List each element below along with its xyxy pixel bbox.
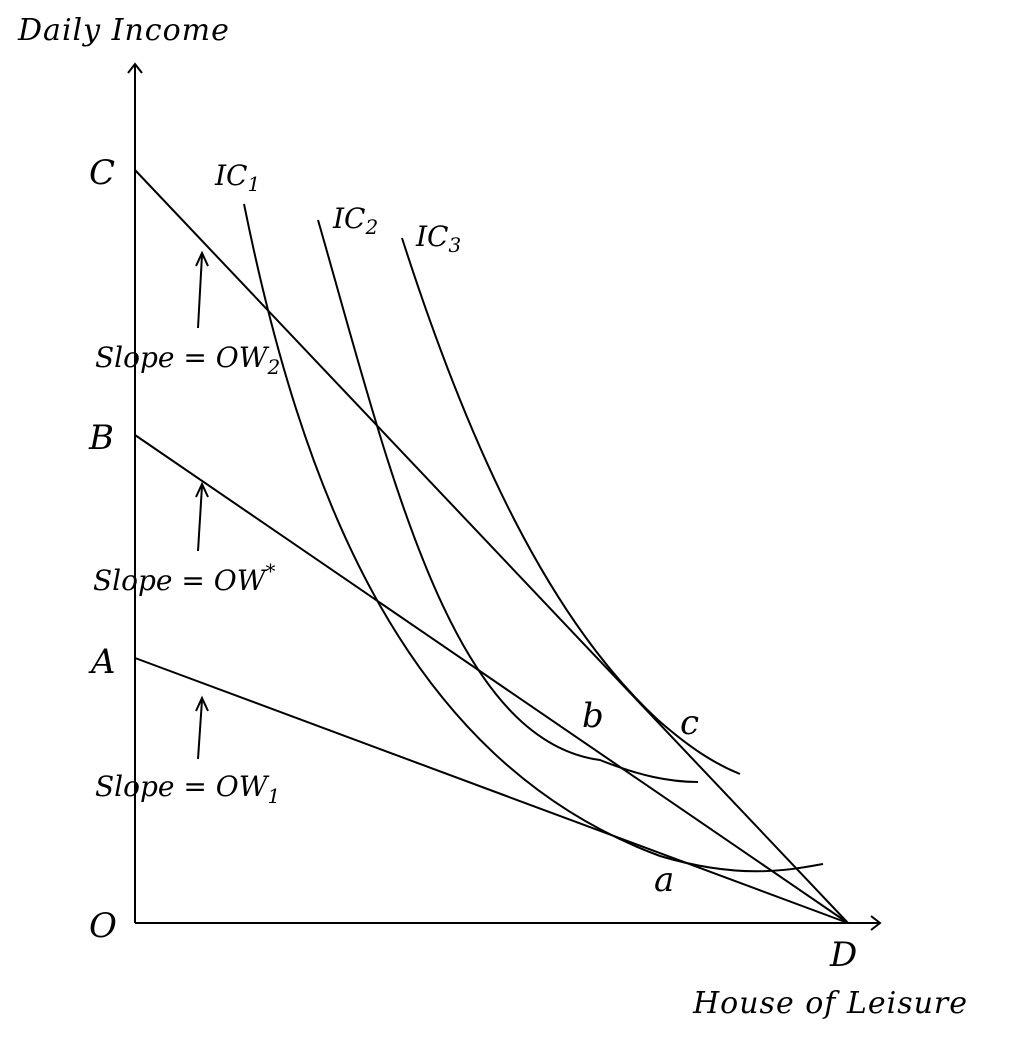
curve-label-IC3-name: IC: [415, 220, 448, 253]
slope-label-OW1: Slope = OW1: [95, 770, 280, 808]
slope-label-OW-star-text: Slope = OW: [93, 564, 268, 597]
curve-label-IC2-name: IC: [332, 202, 365, 235]
slope-label-OW2: Slope = OW2: [95, 341, 280, 379]
slope-arrowhead-OW2: [195, 250, 209, 267]
tangency-label-c: c: [680, 703, 699, 743]
slope-arrow-OW2: [197, 254, 203, 329]
indifference-curve-IC2: [317, 219, 699, 783]
indifference-curve-IC1: [243, 203, 824, 873]
origin-label: O: [89, 906, 117, 946]
curve-label-IC2: IC2: [332, 202, 378, 239]
slope-label-OW-star: Slope = OW*: [93, 559, 275, 597]
point-label-C: C: [89, 153, 115, 193]
slope-label-OW2-text: Slope = OW: [95, 341, 270, 374]
tangency-label-b: b: [582, 696, 604, 736]
curve-label-IC1-sub: 1: [247, 172, 260, 196]
y-axis-arrowhead: [127, 62, 143, 74]
point-label-B: B: [88, 418, 114, 458]
slope-label-OW2-sub: 2: [266, 355, 280, 379]
point-label-D: D: [829, 935, 857, 975]
slope-label-OW1-sub: 1: [267, 784, 280, 808]
slope-label-OW-star-sup: *: [265, 559, 275, 583]
curve-label-IC1: IC1: [214, 159, 260, 196]
point-label-A: A: [88, 642, 116, 682]
curve-label-IC1-name: IC: [214, 159, 247, 192]
curve-label-IC3: IC3: [415, 220, 461, 257]
curve-label-IC2-sub: 2: [364, 215, 378, 239]
x-axis-title: House of Leisure: [692, 986, 968, 1021]
tangency-label-a: a: [654, 860, 674, 900]
slope-arrowhead-OW1: [195, 695, 209, 712]
slope-arrow-OW1: [197, 699, 203, 760]
budget-line-AD: [134, 657, 849, 924]
budget-line-BD: [134, 434, 849, 924]
y-axis-title: Daily Income: [17, 13, 230, 48]
slope-arrow-OW-star: [197, 485, 203, 552]
indifference-curve-IC3: [401, 237, 741, 775]
slope-arrowhead-OW-star: [195, 481, 209, 498]
slope-label-OW1-text: Slope = OW: [95, 770, 270, 803]
x-axis-arrowhead: [870, 915, 882, 931]
curve-label-IC3-sub: 3: [448, 233, 461, 257]
budget-line-CD: [134, 169, 849, 924]
